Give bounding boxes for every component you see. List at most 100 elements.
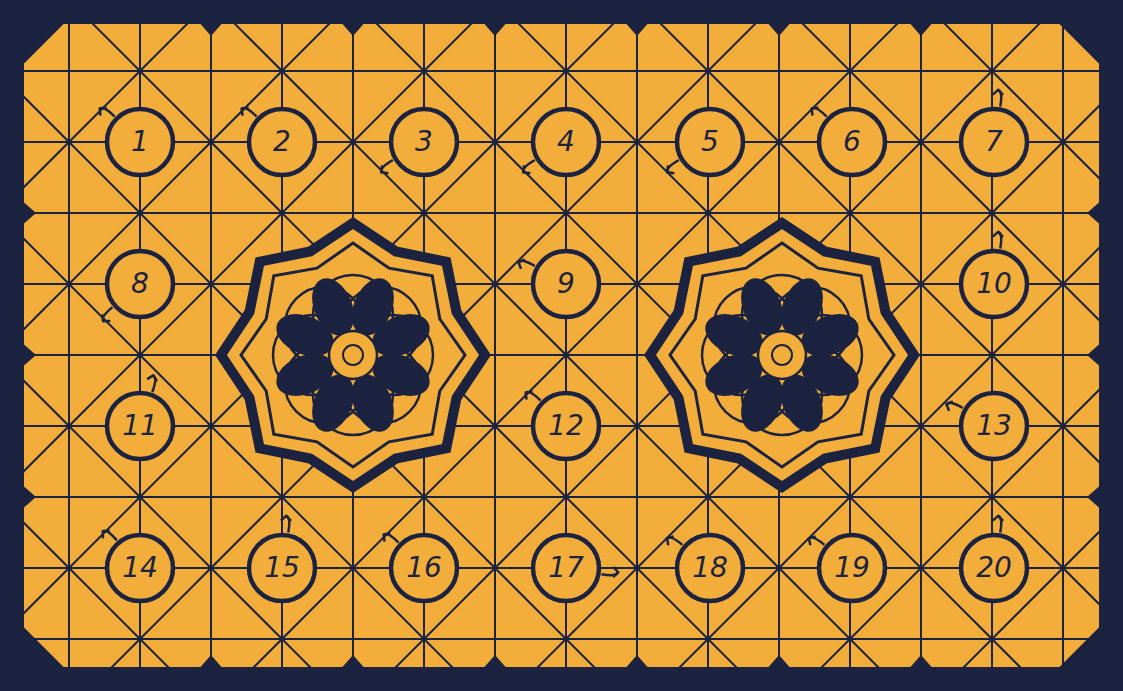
arrow-head <box>103 314 111 321</box>
cell-number: 9 <box>557 270 575 298</box>
grid-line <box>0 638 1123 640</box>
circle-shape <box>391 109 457 175</box>
arrow-mark <box>812 108 827 117</box>
number-circle: 14 <box>104 532 176 604</box>
cell-number: 17 <box>548 554 584 582</box>
cell-number: 1 <box>131 128 149 156</box>
circle-shape <box>961 535 1027 601</box>
board-border <box>20 20 1103 671</box>
rosette-star <box>650 223 914 487</box>
number-circle: 17 <box>530 532 602 604</box>
number-circle: 5 <box>674 106 746 178</box>
arrow-head <box>993 516 1003 521</box>
number-circle: 2 <box>246 106 318 178</box>
diagonal-line <box>0 0 211 691</box>
diagonal-line <box>637 0 1123 691</box>
arrow-mark <box>242 108 257 117</box>
cell-number: 14 <box>122 554 158 582</box>
arrow-mark <box>667 537 682 544</box>
diagonal-line <box>0 0 353 691</box>
arrow-head <box>809 537 816 546</box>
rosette-star <box>221 223 485 487</box>
number-circle: 16 <box>388 532 460 604</box>
circle-shape <box>107 535 173 601</box>
arrow-head <box>946 401 952 411</box>
diagonal-line <box>0 0 50 691</box>
circle-shape <box>391 535 457 601</box>
arrow-head <box>993 232 1003 237</box>
diagonal-line <box>921 0 1123 691</box>
circle-shape <box>533 535 599 601</box>
arrow-head <box>667 165 674 173</box>
circle-shape <box>819 535 885 601</box>
cell-number: 15 <box>264 554 300 582</box>
circle-shape <box>107 393 173 459</box>
grid-line <box>0 354 1123 356</box>
arrow-head <box>242 107 249 115</box>
board-ground <box>20 20 1103 671</box>
circle-shape <box>677 109 743 175</box>
number-circle: 9 <box>530 248 602 320</box>
diagonal-line <box>514 0 1123 691</box>
number-circle: 12 <box>530 390 602 462</box>
circle-shape <box>533 393 599 459</box>
cell-number: 5 <box>701 128 719 156</box>
diagonal-line <box>0 0 69 691</box>
border-notches <box>20 20 1103 671</box>
cell-number: 8 <box>131 270 149 298</box>
cell-number: 3 <box>415 128 433 156</box>
grid-line <box>0 0 1123 1</box>
arrow-head <box>526 391 533 399</box>
grid-line <box>68 0 70 691</box>
cell-number: 20 <box>976 554 1012 582</box>
arrow-head <box>523 165 530 173</box>
cell-number: 10 <box>976 270 1012 298</box>
cell-number: 18 <box>692 554 728 582</box>
circle-shape <box>961 251 1027 317</box>
grid-line <box>0 70 1123 72</box>
circle-shape <box>961 393 1027 459</box>
cell-number: 19 <box>834 554 870 582</box>
circle-shape <box>107 109 173 175</box>
arrow-head <box>993 90 1003 95</box>
grid-line <box>494 0 496 691</box>
diagonal-line <box>0 0 495 691</box>
arrow-marks <box>100 90 1003 577</box>
arrow-head <box>147 375 157 381</box>
diagonal-line <box>1063 0 1123 691</box>
arrow-mark <box>384 534 399 543</box>
diagonal-line <box>211 0 902 691</box>
circle-shape <box>961 109 1027 175</box>
diagonal-line <box>0 0 618 691</box>
arrow-head <box>518 259 524 269</box>
cell-number: 11 <box>122 412 158 440</box>
cell-number: 4 <box>557 128 575 156</box>
grid-line <box>0 212 1123 214</box>
number-circle: 7 <box>958 106 1030 178</box>
arrow-head <box>100 107 107 115</box>
circle-shape <box>819 109 885 175</box>
number-circle: 8 <box>104 248 176 320</box>
circle-shape <box>533 109 599 175</box>
arrow-head <box>812 107 819 115</box>
arrow-mark <box>100 108 115 117</box>
arrow-head <box>384 533 391 541</box>
cell-number: 6 <box>843 128 861 156</box>
diagonal-line <box>230 0 921 691</box>
grid-line <box>636 0 638 691</box>
arrow-head <box>667 537 674 546</box>
diagonal-line <box>0 0 192 691</box>
arrow-head <box>613 567 618 577</box>
arrow-mark <box>809 537 824 544</box>
grid-line <box>920 0 922 691</box>
arrow-head <box>381 165 388 173</box>
number-circle: 6 <box>816 106 888 178</box>
diagonal-line <box>0 0 637 691</box>
circle-shape <box>677 535 743 601</box>
diagonal-line <box>779 0 1123 691</box>
grid-line <box>1062 0 1064 691</box>
number-circle: 20 <box>958 532 1030 604</box>
number-circle: 13 <box>958 390 1030 462</box>
cell-number: 16 <box>406 554 442 582</box>
